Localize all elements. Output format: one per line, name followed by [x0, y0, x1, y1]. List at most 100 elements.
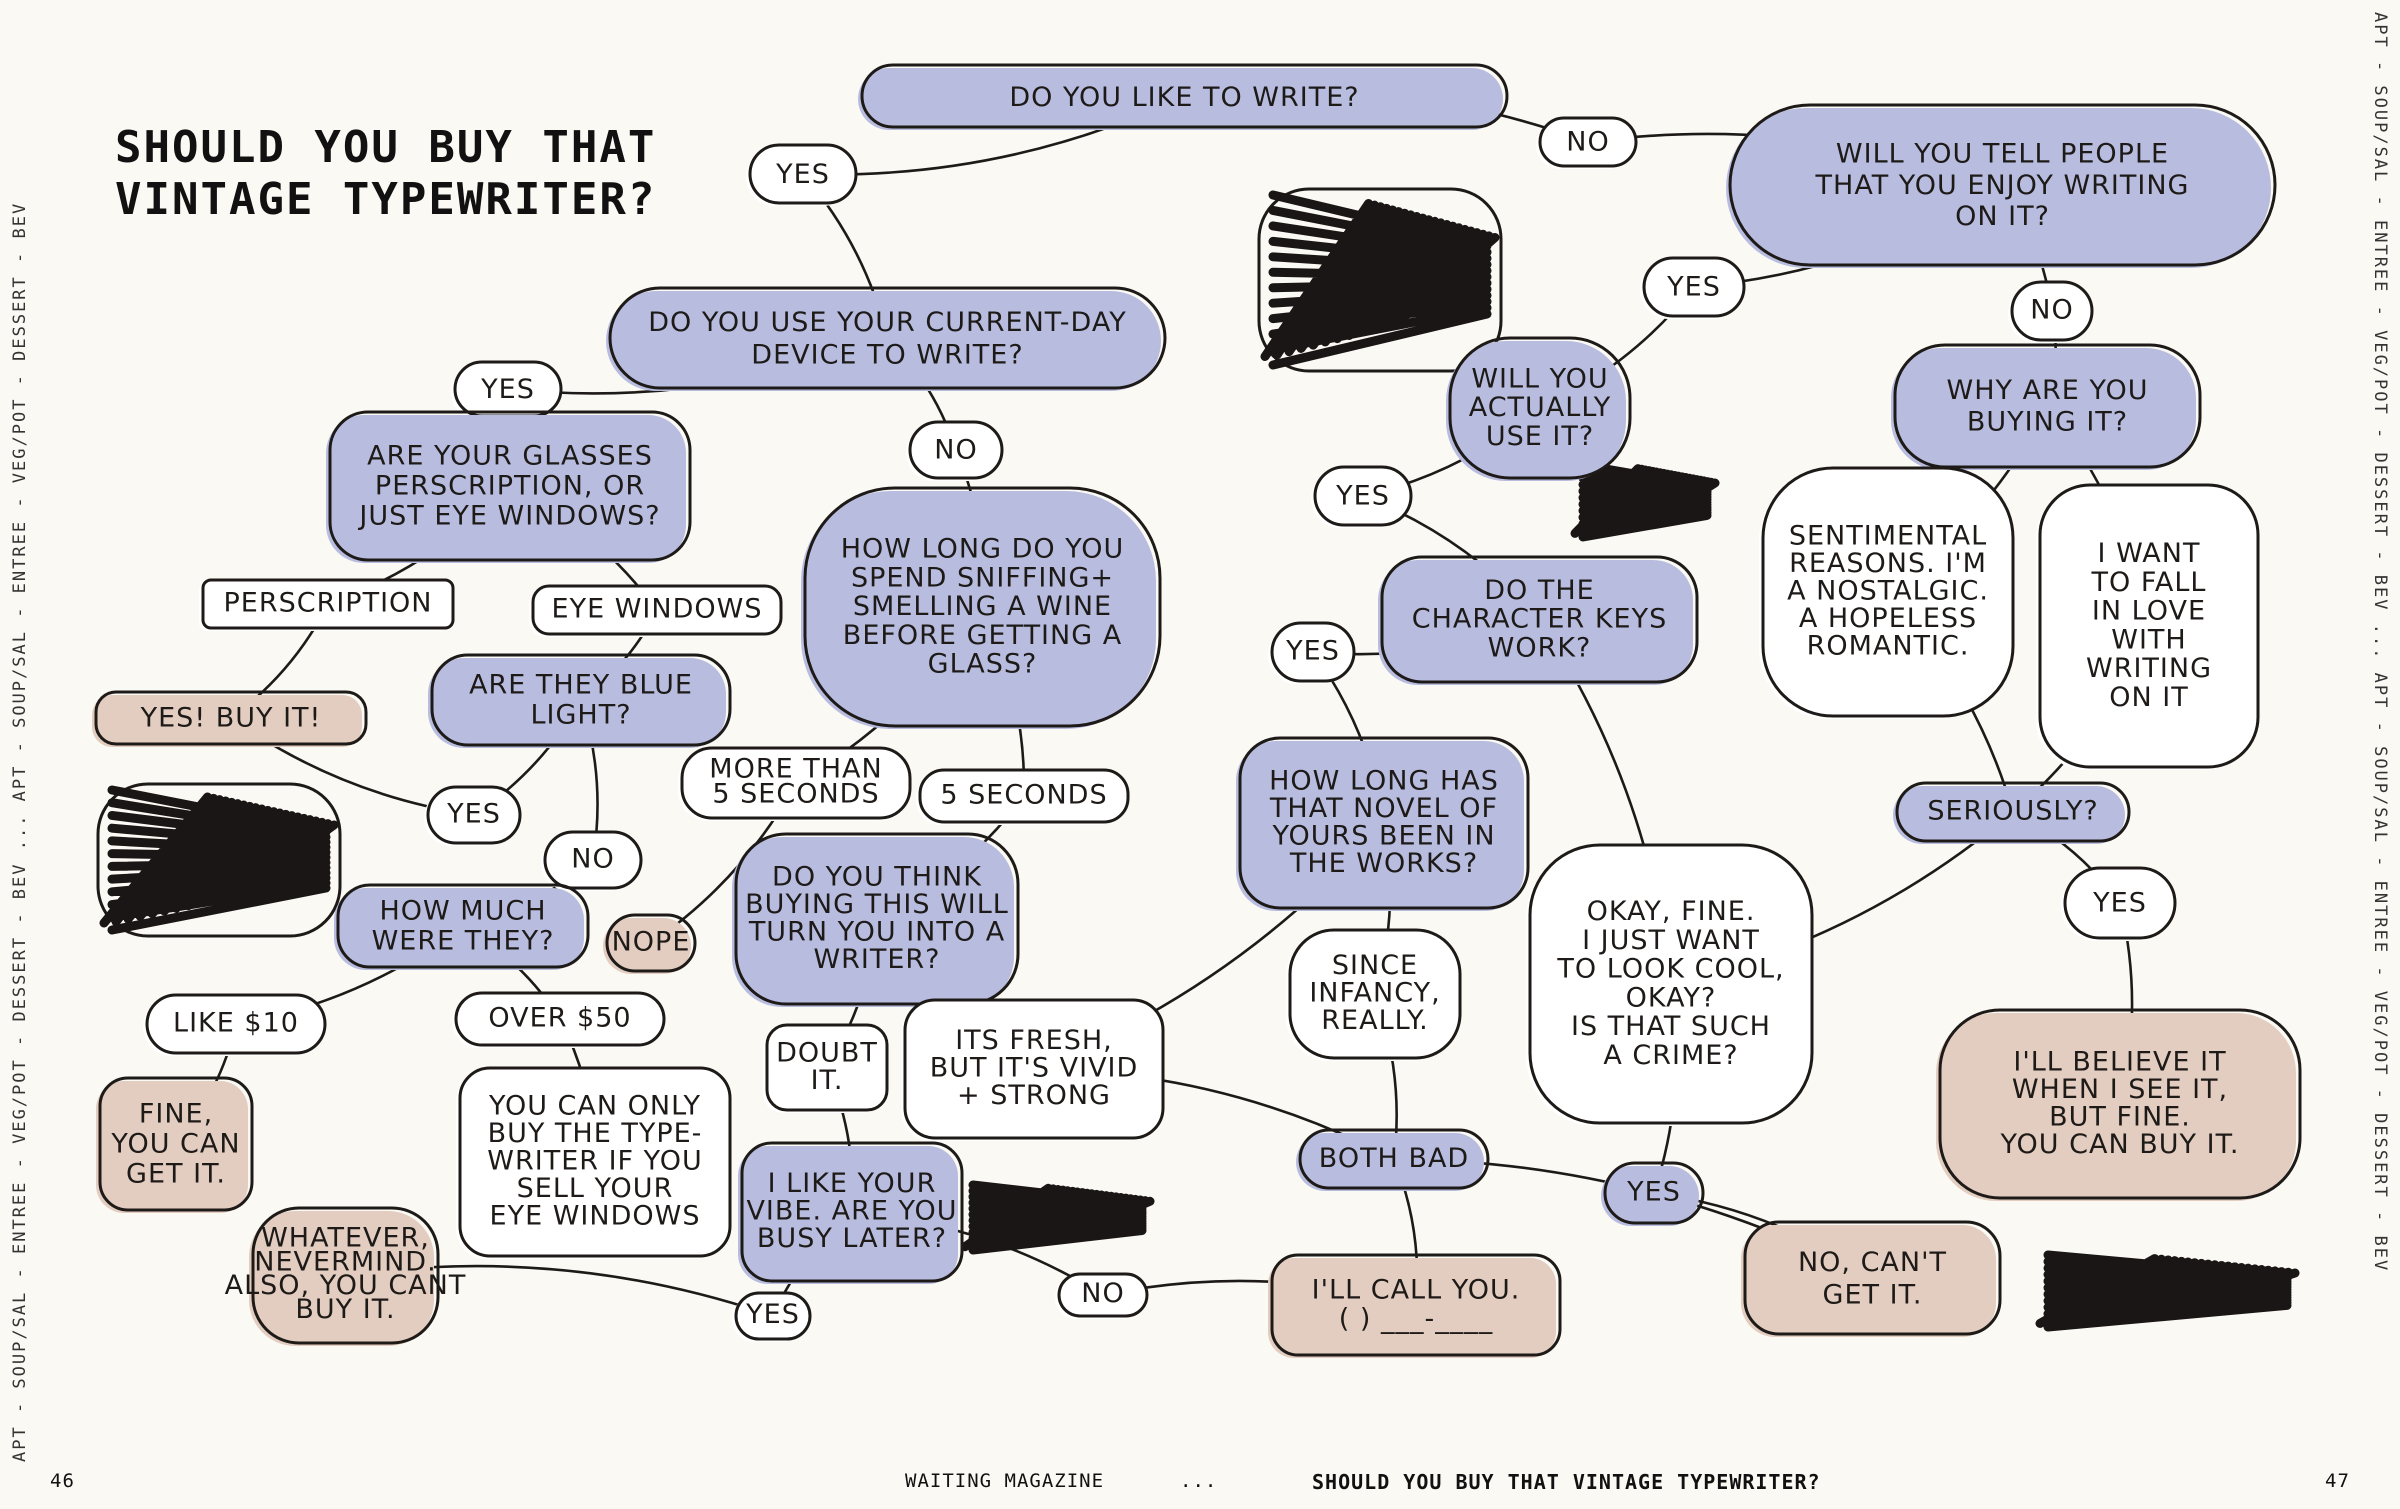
- node-label: THE WORKS?: [1289, 848, 1478, 879]
- node-outline: [734, 832, 1020, 1006]
- node-label: HOW LONG HAS: [1269, 765, 1499, 796]
- node-outline: [145, 993, 327, 1055]
- node-label: SERIOUSLY?: [1927, 796, 2098, 827]
- node-label: WRITER?: [813, 944, 940, 975]
- node-label: USE IT?: [1486, 421, 1594, 452]
- node-label: NO: [571, 844, 614, 875]
- node-label: YES: [446, 799, 501, 830]
- node-outline: [860, 63, 1509, 129]
- node-label: ROMANTIC.: [1807, 631, 1970, 662]
- node-label: THAT YOU ENJOY WRITING: [1815, 170, 2190, 201]
- node-label: YES! BUY IT!: [140, 702, 322, 733]
- page-title-line: VINTAGE TYPEWRITER?: [115, 174, 657, 225]
- node-label: LIGHT?: [530, 699, 631, 730]
- node-outline: [1270, 1253, 1562, 1357]
- node-label: BUYING IT?: [1967, 406, 2128, 437]
- node-outline: [1538, 116, 1638, 168]
- node-label: YOU CAN BUY IT.: [2000, 1129, 2240, 1160]
- node-a-over-50: OVER $50: [452, 991, 666, 1048]
- node-label: NOPE: [612, 926, 691, 957]
- node-label: WRITING: [2086, 653, 2212, 684]
- node-label: TURN YOU INTO A: [748, 916, 1005, 947]
- scribble-marks: [96, 187, 2300, 1332]
- node-label: MORE THAN: [709, 754, 882, 785]
- node-outline: [903, 998, 1165, 1140]
- node-label: BOTH BAD: [1319, 1143, 1469, 1174]
- node-fill: [334, 888, 584, 970]
- node-label: + STRONG: [957, 1080, 1111, 1111]
- node-label: WHEN I SEE IT,: [2012, 1074, 2228, 1105]
- scribble-mark: [2035, 1250, 2300, 1332]
- node-outline: [1895, 781, 2131, 843]
- node-label: REALLY.: [1321, 1005, 1428, 1036]
- node-fill: [1893, 786, 2125, 844]
- node-outline: [680, 746, 912, 820]
- node-label: YES: [2092, 887, 2147, 918]
- node-a-yes-device: YES: [451, 360, 563, 419]
- node-outline: [908, 420, 1004, 480]
- node-a-fresh: ITS FRESH,BUT IT'S VIVID+ STRONG: [901, 998, 1165, 1141]
- node-label: GET IT.: [1823, 1279, 1923, 1310]
- node-outline: [765, 1023, 889, 1112]
- scribble-mark: [1260, 190, 1500, 370]
- node-outline: [605, 913, 697, 973]
- node-a-no-device: NO: [906, 420, 1004, 481]
- node-outline: [98, 1076, 254, 1212]
- node-label: PERSCRIPTION, OR: [375, 470, 645, 501]
- node-label: ON IT: [2109, 682, 2189, 713]
- node-outline: [2063, 866, 2177, 940]
- node-label: IS THAT SUCH: [1571, 1011, 1771, 1042]
- node-label: YES: [1626, 1177, 1681, 1208]
- node-label: TO LOOK COOL,: [1556, 954, 1784, 985]
- node-label: WORK?: [1488, 632, 1592, 663]
- page-title: SHOULD YOU BUY THAT VINTAGE TYPEWRITER?: [115, 122, 656, 226]
- node-label: CHARACTER KEYS: [1412, 604, 1667, 635]
- node-outline: [1938, 1008, 2302, 1200]
- node-q-like-write: DO YOU LIKE TO WRITE?: [858, 63, 1509, 130]
- node-label: SENTIMENTAL: [1789, 521, 1987, 552]
- node-label: NO: [2030, 295, 2073, 326]
- node-outline: [2038, 483, 2260, 769]
- node-o-call-you: I'LL CALL YOU.( ) ___-____: [1268, 1253, 1562, 1358]
- node-outline: [430, 653, 732, 747]
- node-o-nope: NOPE: [603, 913, 697, 974]
- side-rail-right: APT - SOUP/SAL - ENTREE - VEG/POT - DESS…: [2370, 12, 2390, 1273]
- node-label: THAT NOVEL OF: [1269, 793, 1498, 824]
- node-label: DO THE: [1484, 575, 1594, 606]
- node-fill: [249, 1211, 434, 1346]
- page-title-line: SHOULD YOU BUY THAT: [115, 122, 657, 173]
- node-fill: [92, 695, 362, 747]
- node-label: 5 SECONDS: [712, 779, 879, 810]
- node-outline: [251, 1206, 440, 1345]
- node-label: YES: [1285, 636, 1340, 667]
- node-outline: [2010, 280, 2094, 342]
- scribble-frame: [96, 782, 342, 938]
- node-outline: [918, 768, 1130, 824]
- node-a-yes-keys: YES: [1268, 621, 1356, 684]
- node-label: I LIKE YOUR: [768, 1168, 937, 1199]
- node-label: I JUST WANT: [1582, 925, 1760, 956]
- node-label: DO YOU THINK: [772, 861, 982, 892]
- node-label: ACTUALLY: [1469, 392, 1612, 423]
- node-label: VIBE. ARE YOU: [746, 1196, 957, 1227]
- node-outline: [1743, 1220, 2002, 1336]
- node-outline: [458, 1066, 732, 1258]
- node-a-yes-cool: YES: [1601, 1161, 1705, 1226]
- node-fill: [1236, 741, 1524, 911]
- node-q-both-bad: BOTH BAD: [1296, 1128, 1490, 1191]
- node-label: NEVERMIND.: [254, 1246, 436, 1277]
- node-label: ARE YOUR GLASSES: [367, 440, 653, 471]
- node-outline: [336, 883, 590, 969]
- node-fill: [801, 491, 1156, 729]
- scribble-frame: [1257, 187, 1503, 373]
- node-outline: [1448, 336, 1632, 480]
- node-label: EYE WINDOWS: [552, 594, 763, 625]
